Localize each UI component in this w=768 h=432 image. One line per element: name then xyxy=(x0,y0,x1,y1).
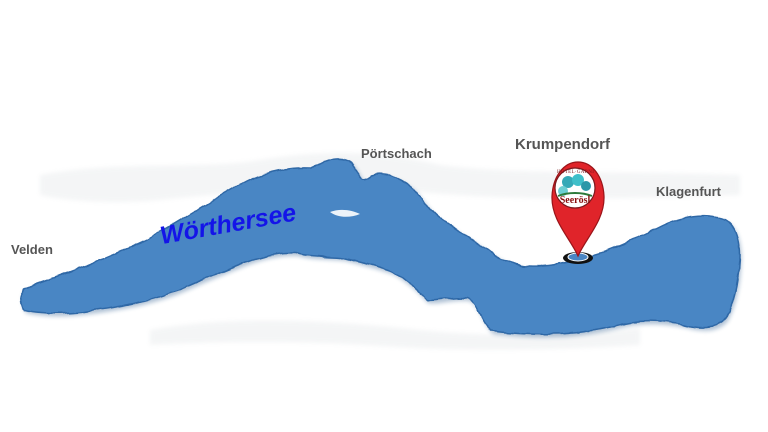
town-label-krumpendorf: Krumpendorf xyxy=(515,136,610,153)
lake-shape xyxy=(19,157,741,335)
town-label-klagenfurt: Klagenfurt xyxy=(656,184,721,199)
logo-arc-text: HOTEL·GARNI xyxy=(557,170,595,175)
flower-logo-icon xyxy=(557,174,593,197)
bay-inlet xyxy=(330,209,360,217)
logo-name: Seerösl xyxy=(559,195,591,206)
town-label-velden: Velden xyxy=(11,242,53,257)
hotel-location-marker[interactable] xyxy=(551,161,605,264)
town-label-poertschach: Pörtschach xyxy=(361,146,432,161)
